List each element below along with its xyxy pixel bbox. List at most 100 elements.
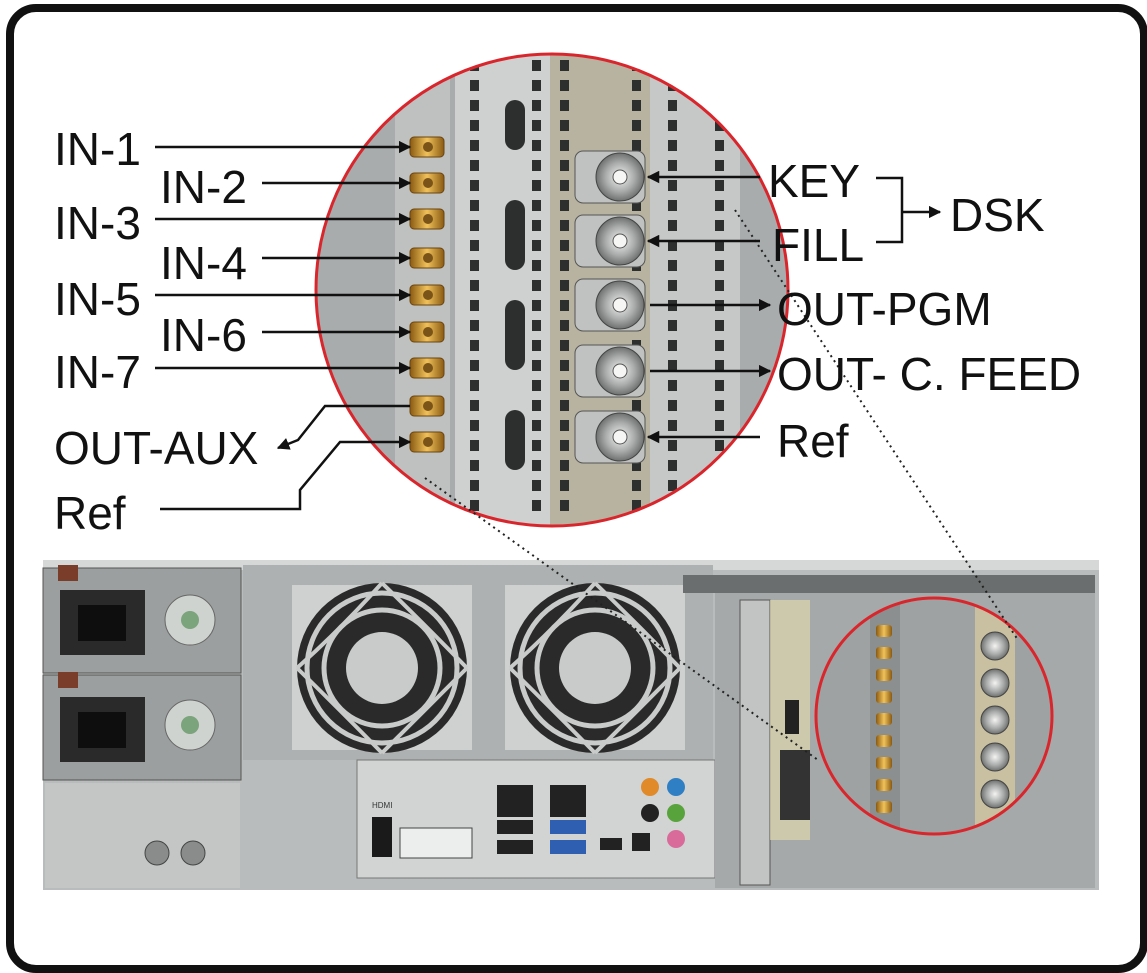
vent-hole [715, 480, 724, 491]
vent-hole [560, 140, 569, 151]
vent-hole [470, 160, 479, 171]
vent-hole [632, 200, 641, 211]
vent-hole [715, 420, 724, 431]
vent-hole [470, 320, 479, 331]
vent-hole [715, 400, 724, 411]
sma-connector-small [876, 779, 892, 791]
vent-hole [715, 460, 724, 471]
vent-hole [532, 100, 541, 111]
bnc-connector-small [980, 668, 1010, 698]
bnc-connector-small [980, 705, 1010, 735]
vent-hole [560, 460, 569, 471]
vent-hole [470, 100, 479, 111]
vent-hole [668, 60, 677, 71]
bnc-connector-pin [612, 233, 628, 249]
vent-hole [470, 180, 479, 191]
vent-hole [668, 320, 677, 331]
vent-hole [668, 220, 677, 231]
sma-connector-pin [423, 142, 433, 152]
vent-hole [470, 360, 479, 371]
vent-hole [470, 280, 479, 291]
vent-hole [532, 120, 541, 131]
vent-hole [560, 360, 569, 371]
vent-hole [632, 460, 641, 471]
vent-hole [470, 400, 479, 411]
vent-slot [505, 410, 525, 470]
vent-hole [715, 280, 724, 291]
vent-hole [532, 260, 541, 271]
vent-hole [560, 420, 569, 431]
bnc-connector-pin [612, 363, 628, 379]
vent-hole [668, 500, 677, 511]
vent-hole [668, 440, 677, 451]
vent-hole [470, 500, 479, 511]
vent-hole [560, 180, 569, 191]
vent-hole [560, 60, 569, 71]
vent-hole [715, 500, 724, 511]
vent-slot [505, 300, 525, 370]
right-arrows [646, 170, 942, 444]
vent-hole [560, 500, 569, 511]
vent-hole [532, 440, 541, 451]
vent-hole [470, 300, 479, 311]
vent-hole [632, 480, 641, 491]
label-in-1: IN-1 [54, 123, 141, 175]
vent-hole [470, 240, 479, 251]
vent-hole [668, 180, 677, 191]
vent-hole [532, 300, 541, 311]
vent-hole [668, 100, 677, 111]
sma-connector-pin [423, 401, 433, 411]
vent-hole [632, 500, 641, 511]
vent-hole [532, 220, 541, 231]
vent-hole [715, 240, 724, 251]
vent-hole [632, 100, 641, 111]
vent-hole [668, 160, 677, 171]
sma-connector-small [876, 691, 892, 703]
vent-hole [715, 180, 724, 191]
vent-hole [715, 260, 724, 271]
vent-hole [668, 200, 677, 211]
vent-hole [632, 400, 641, 411]
vent-hole [715, 380, 724, 391]
vent-hole [560, 100, 569, 111]
sma-connector-small [876, 669, 892, 681]
vent-hole [632, 140, 641, 151]
label-ref-right: Ref [777, 415, 849, 467]
sma-connector-pin [423, 178, 433, 188]
vent-hole [560, 380, 569, 391]
bnc-connector-pin [612, 429, 628, 445]
vent-hole [715, 220, 724, 231]
vent-hole [532, 140, 541, 151]
label-in-2: IN-2 [160, 161, 247, 213]
label-in-7: IN-7 [54, 346, 141, 398]
card-zoom-large [314, 52, 790, 528]
vent-hole [560, 160, 569, 171]
vent-hole [560, 200, 569, 211]
vent-hole [668, 480, 677, 491]
vent-hole [532, 160, 541, 171]
vent-hole [532, 460, 541, 471]
label-out-c-feed: OUT- C. FEED [777, 348, 1082, 400]
highlight-circle-large [314, 52, 790, 528]
sma-connector-small [876, 713, 892, 725]
vent-hole [668, 120, 677, 131]
vent-hole [632, 80, 641, 91]
vent-hole [715, 340, 724, 351]
zoom-guide-lines [424, 209, 1019, 761]
vent-hole [560, 220, 569, 231]
bnc-connector-pin [612, 169, 628, 185]
vent-hole [632, 120, 641, 131]
vent-hole [470, 480, 479, 491]
vent-hole [532, 340, 541, 351]
label-ref-left: Ref [54, 487, 126, 539]
vent-hole [532, 240, 541, 251]
vent-hole [668, 260, 677, 271]
vent-hole [560, 240, 569, 251]
power-supply-units [42, 565, 242, 888]
vent-hole [470, 220, 479, 231]
vent-hole [532, 420, 541, 431]
hdmi-label: HDMI [372, 801, 392, 810]
vent-hole [532, 380, 541, 391]
label-out-aux: OUT-AUX [54, 422, 259, 474]
vent-hole [668, 460, 677, 471]
